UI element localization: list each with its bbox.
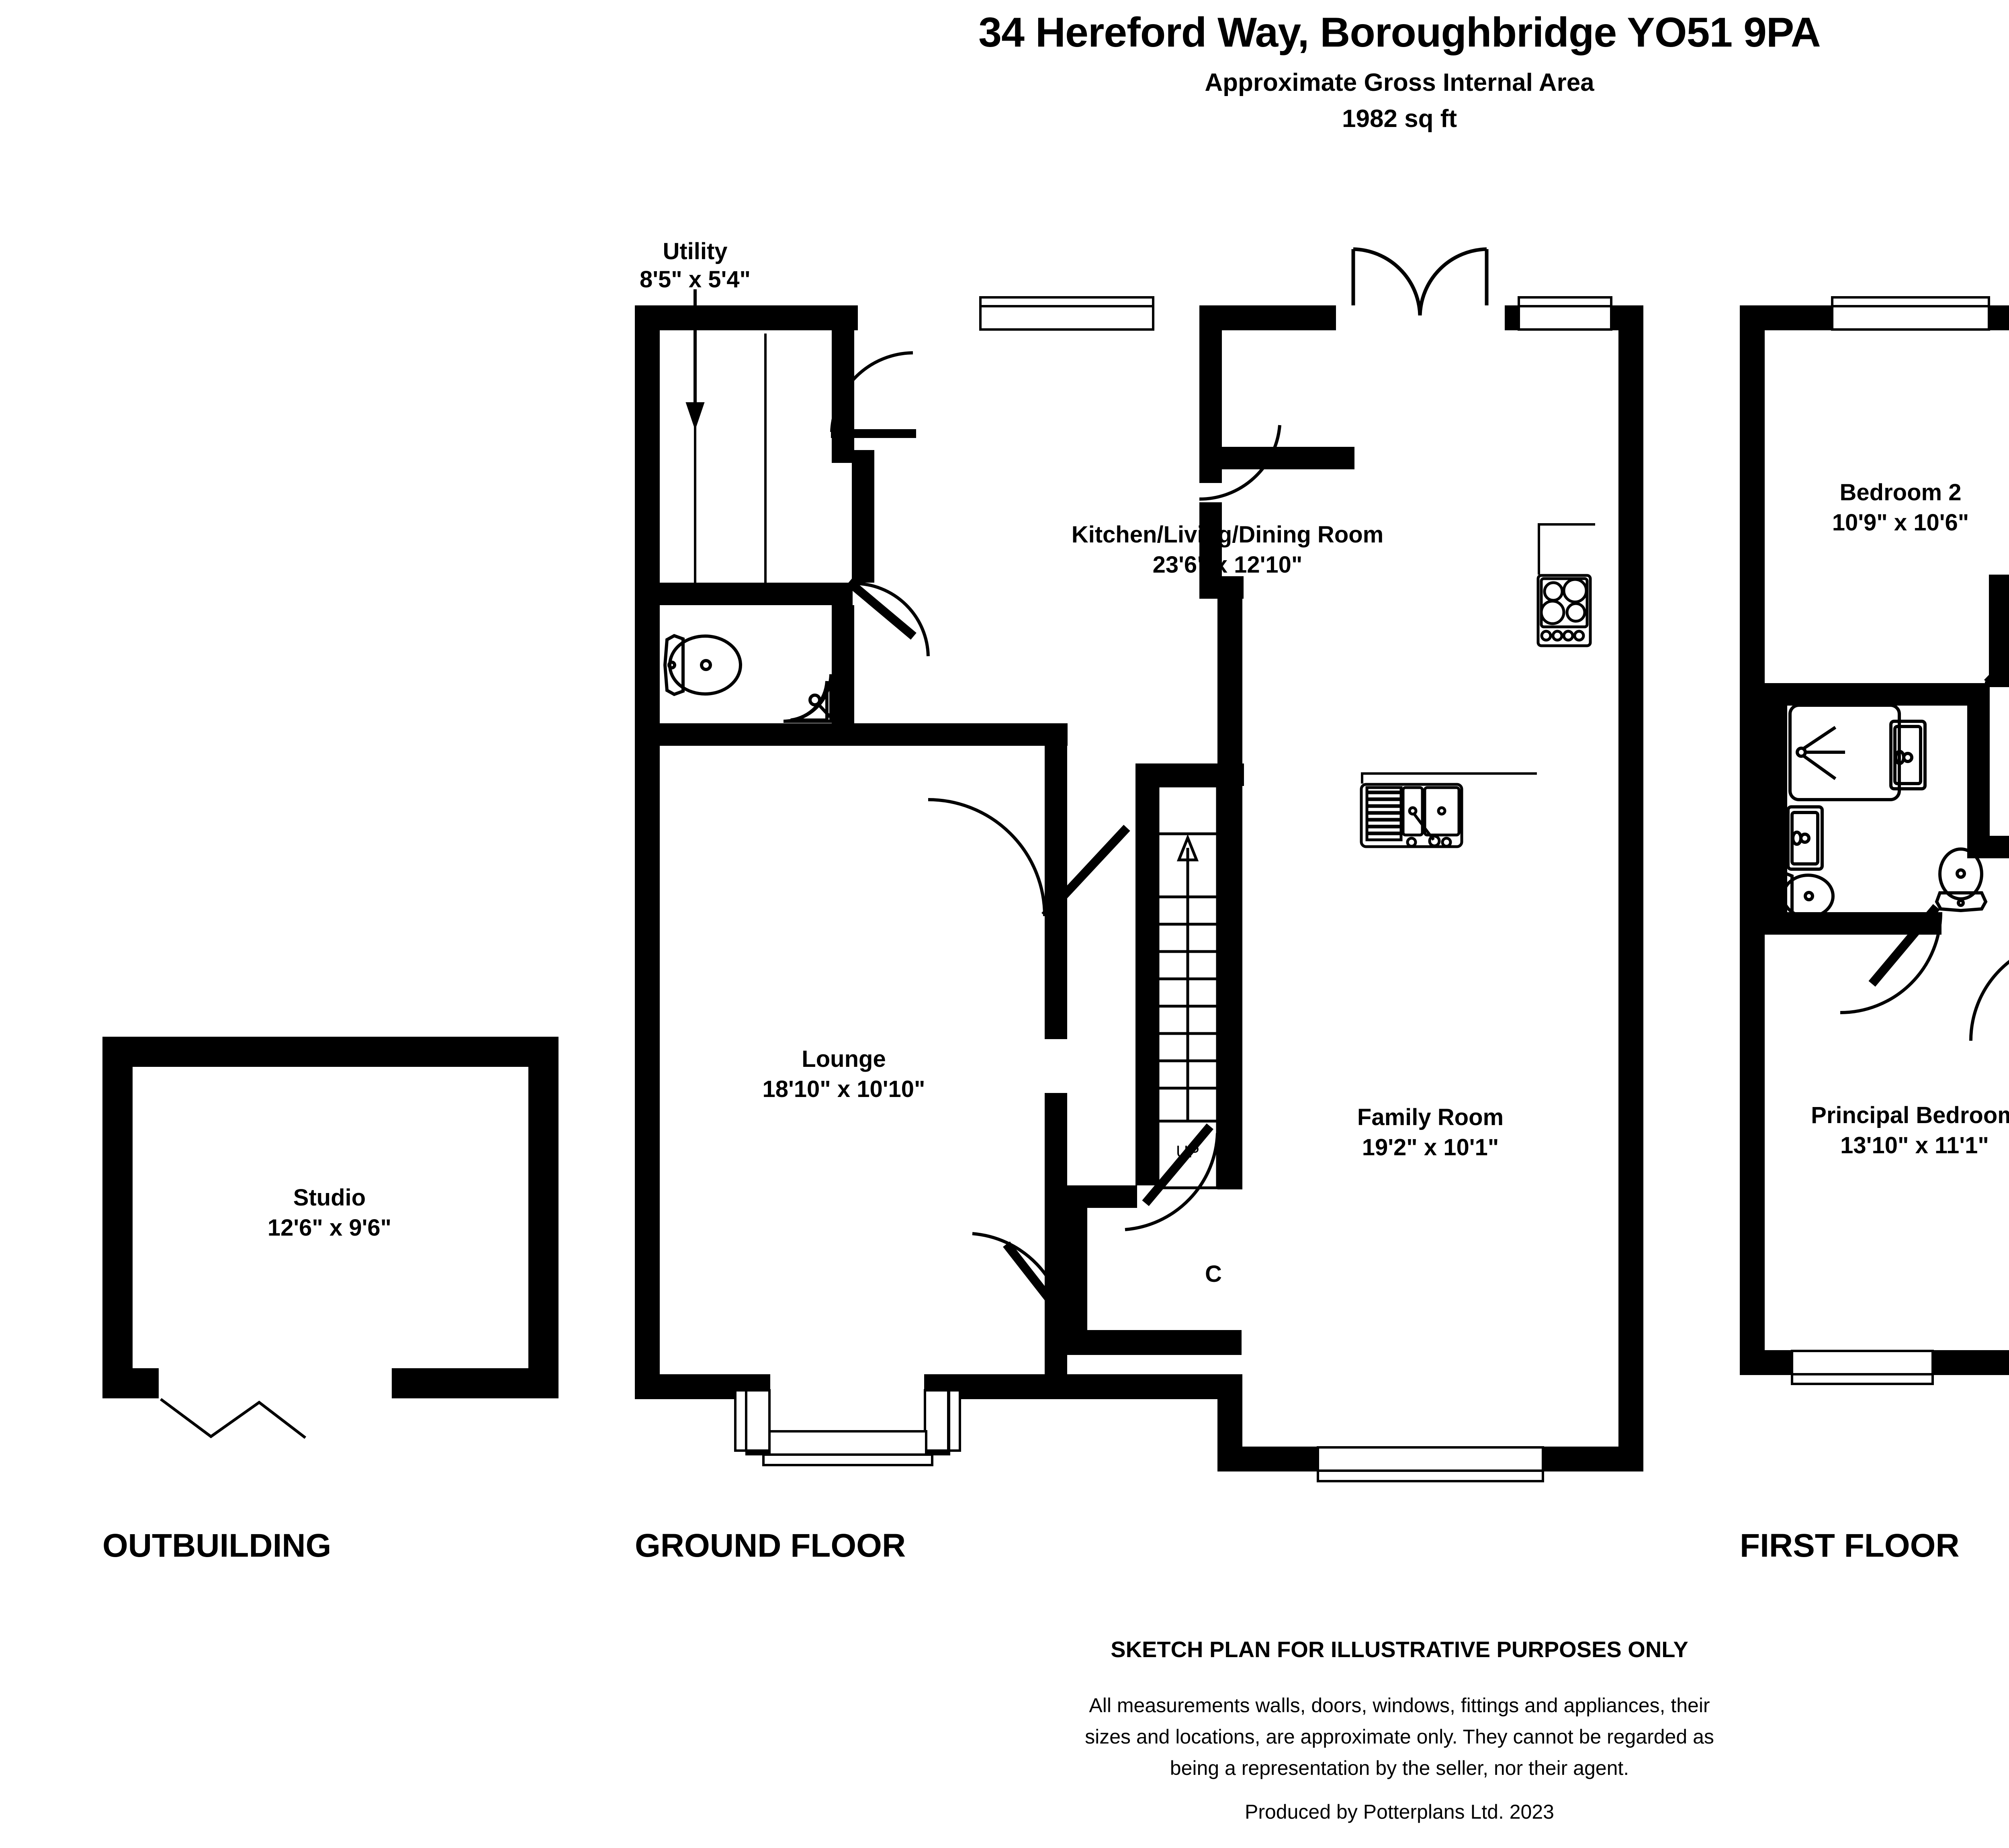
room-dims-kitchen: 23'6" x 12'10" — [1153, 552, 1303, 578]
door-leaf-group — [831, 429, 1213, 1326]
hob-icon — [1536, 574, 1592, 647]
page-title: 34 Hereford Way, Boroughbridge YO51 9PA — [978, 9, 1821, 56]
room-label-studio: Studio — [293, 1185, 366, 1211]
toilet-icon — [663, 634, 742, 696]
sink-icon — [1360, 783, 1463, 848]
window-group — [734, 296, 1612, 1482]
ground-floor-plan — [635, 247, 1643, 1482]
shower-icon — [1788, 704, 1901, 801]
basin-icon — [1889, 720, 1927, 790]
room-dims-lounge: 18'10" x 10'10" — [762, 1076, 925, 1102]
area-value: 1982 sq ft — [1342, 105, 1457, 133]
room-label-bedroom2: Bedroom 2 — [1840, 479, 1962, 505]
floor-caption-first: FIRST FLOOR — [1740, 1527, 1960, 1564]
room-dims-studio: 12'6" x 9'6" — [268, 1215, 391, 1241]
outbuilding-plan: Studio 12'6" x 9'6" — [102, 1037, 559, 1439]
producer-credit: Produced by Potterplans Ltd. 2023 — [1245, 1801, 1554, 1823]
room-dims-bedroom2: 10'9" x 10'6" — [1832, 510, 1969, 536]
floor-caption-outbuilding: OUTBUILDING — [102, 1527, 331, 1564]
toilet-icon — [1773, 871, 1835, 922]
stair-direction-up: UP — [1176, 1142, 1199, 1161]
disclaimer-title: SKETCH PLAN FOR ILLUSTRATIVE PURPOSES ON… — [1111, 1637, 1688, 1662]
corner-basin-icon — [783, 674, 833, 723]
toilet-icon — [1935, 847, 1988, 913]
first-floor-fixtures — [1773, 704, 1988, 922]
disclaimer-line-2: sizes and locations, are approximate onl… — [1085, 1725, 1714, 1748]
first-floor-plan — [1740, 296, 2009, 1385]
disclaimer-body: All measurements walls, doors, windows, … — [0, 1690, 2009, 1784]
door-swing-group — [830, 351, 1281, 1330]
area-label: Approximate Gross Internal Area — [1205, 69, 1594, 96]
basin-icon — [1786, 805, 1824, 871]
cupboard-label-ground: C — [1205, 1261, 1222, 1287]
french-door-icon — [1351, 247, 1489, 316]
room-label-principal: Principal Bedroom — [1811, 1102, 2009, 1128]
staircase-ground: UP — [1156, 784, 1219, 1189]
room-label-utility: Utility — [663, 238, 727, 264]
disclaimer-line-1: All measurements walls, doors, windows, … — [1089, 1694, 1710, 1717]
kitchen-fixtures — [1360, 523, 1595, 848]
room-dims-family: 19'2" x 10'1" — [1362, 1134, 1499, 1160]
room-dims-utility: 8'5" x 5'4" — [640, 266, 751, 293]
door-swing-group-first — [1840, 678, 2009, 1041]
bifold-door-icon — [160, 1398, 307, 1439]
room-label-kitchen: Kitchen/Living/Dining Room — [1072, 522, 1384, 548]
room-label-lounge: Lounge — [802, 1046, 886, 1072]
floor-caption-ground: GROUND FLOOR — [635, 1527, 906, 1564]
room-dims-principal: 13'10" x 11'1" — [1840, 1132, 1989, 1158]
room-label-family: Family Room — [1357, 1104, 1504, 1130]
disclaimer-line-3: being a representation by the seller, no… — [1170, 1757, 1629, 1779]
window-group-first — [1791, 296, 1990, 1385]
door-leaf-group-first — [1868, 613, 2009, 987]
wc-fixtures — [663, 634, 833, 723]
